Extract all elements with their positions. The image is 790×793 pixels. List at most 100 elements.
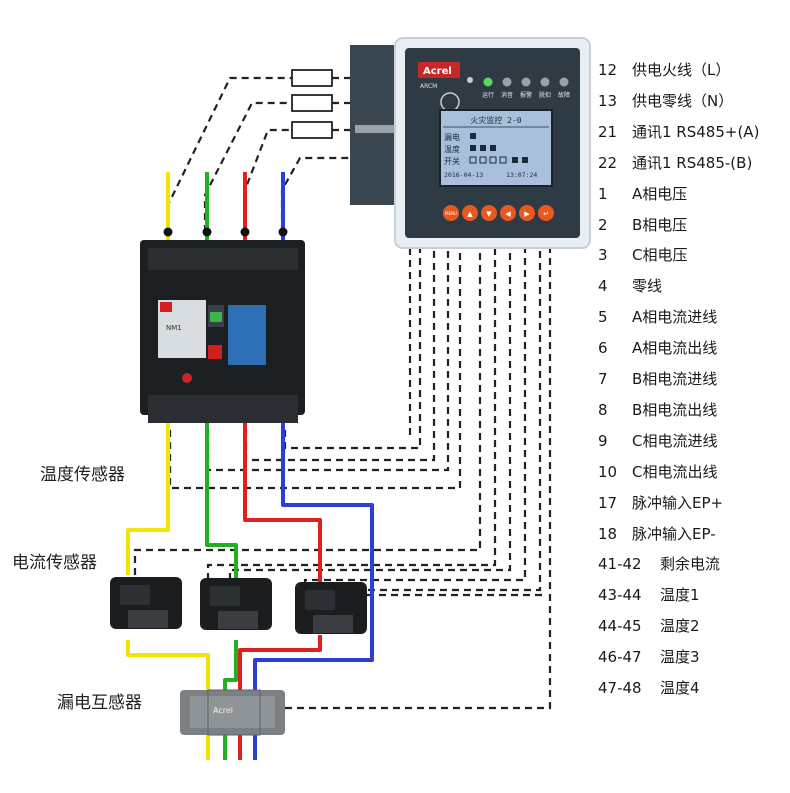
led-label-alarm: 报警	[520, 91, 532, 99]
led-alarm	[521, 77, 531, 87]
left-button-label: ◀	[505, 210, 511, 218]
breaker-model-text: NM1	[166, 324, 182, 332]
terminal-number: 9	[598, 431, 608, 450]
brand-logo: Acrel	[423, 66, 452, 77]
terminal-description: 供电火线（L）	[632, 61, 731, 79]
menu-button[interactable]	[443, 205, 459, 221]
breaker-trip-button	[208, 345, 222, 359]
current-sensor-c	[295, 582, 367, 634]
terminal-description: 供电零线（N）	[632, 91, 734, 110]
leakage-transformer-label: 漏电互感器	[57, 693, 142, 713]
up-button-label: ▲	[467, 210, 473, 218]
resistor-2	[291, 94, 333, 112]
menu-button-label: MENU	[445, 211, 457, 216]
breaker-info-panel	[228, 305, 266, 365]
led-fault	[559, 77, 569, 87]
down-button[interactable]	[481, 205, 497, 221]
terminal-description: A相电流出线	[632, 339, 718, 358]
resistors	[291, 69, 333, 139]
terminal-description: C相电流出线	[632, 462, 718, 481]
down-button-label: ▼	[486, 210, 492, 218]
terminal-description: 通讯1 RS485+(A)	[632, 122, 760, 141]
terminal-item: 3 C相电压	[598, 245, 687, 265]
temp-wire-4	[283, 248, 422, 450]
led-label-trip: 脱扣	[539, 91, 551, 99]
ct-terminal	[128, 610, 168, 628]
led-trip	[540, 77, 550, 87]
lcd-box	[479, 156, 487, 164]
lcd-block	[512, 157, 518, 163]
terminal-description: A相电流进线	[632, 308, 718, 327]
speaker-icon	[467, 77, 473, 83]
junction-dot	[278, 227, 288, 237]
leak-face	[190, 696, 275, 728]
breaker-logo	[160, 302, 172, 312]
left-button[interactable]	[500, 205, 516, 221]
lcd-row-leakage: 漏电	[444, 132, 460, 142]
lcd-block	[470, 133, 476, 139]
ct-wire-b2	[303, 248, 527, 585]
device-model: ARCM	[420, 83, 437, 90]
junction-dot	[202, 227, 212, 237]
supply-wire-1	[166, 76, 292, 232]
terminal-item: 17 脉冲输入EP+	[598, 493, 723, 513]
indicator-labels: 运行 消音 报警 脱扣 故障	[482, 91, 570, 99]
terminal-item: 6 A相电流出线	[598, 338, 717, 358]
lcd-content: 火灾监控 2-0 漏电 温度 开关 2016-04-13 13:07:24	[443, 115, 549, 179]
terminal-number: 46-47	[598, 648, 642, 667]
led-label-fault: 故障	[558, 91, 570, 99]
ct-wire-a2	[206, 248, 497, 580]
terminal-description: C相电压	[632, 246, 688, 265]
terminal-description: B相电流出线	[632, 400, 718, 419]
monitoring-device: Acrel ARCM 运行 消音 报警 脱扣 故障	[350, 37, 591, 249]
lcd-block	[490, 145, 496, 151]
terminal-number: 18	[598, 524, 618, 543]
ct-window	[120, 585, 150, 605]
led-run	[483, 77, 493, 87]
current-sensor-label: 电流传感器	[12, 553, 97, 573]
supply-wire-2	[203, 101, 292, 232]
terminal-description: 脉冲输入EP+	[632, 493, 724, 512]
terminal-number: 44-45	[598, 617, 642, 636]
device-button-labels: MENU ▲ ▼ ◀ ▶ ↵	[445, 210, 549, 218]
right-button[interactable]	[519, 205, 535, 221]
ct-terminal	[313, 615, 353, 633]
supply-wire-3	[243, 128, 292, 232]
circuit-breaker: NM1	[140, 240, 305, 423]
terminal-number: 3	[598, 246, 608, 265]
led-mute	[502, 77, 512, 87]
temperature-sensor-label: 温度传感器	[40, 465, 125, 485]
lcd-row-switch: 开关	[444, 156, 460, 166]
enter-button[interactable]	[538, 205, 554, 221]
terminal-description: B相电流进线	[632, 370, 718, 388]
lcd-box	[469, 156, 477, 164]
indicator-leds	[483, 77, 569, 87]
current-sensor-a	[110, 577, 182, 629]
terminal-description: 零线	[632, 277, 663, 296]
terminal-number: 12	[598, 61, 618, 79]
breaker-bottom-terminals	[148, 395, 298, 423]
lcd-date: 2016-04-13	[444, 171, 483, 179]
leak-wire	[285, 248, 552, 710]
terminal-description: 通讯1 RS485-(B)	[632, 153, 753, 172]
leak-brand-text: Acrel	[213, 706, 233, 715]
terminal-number: 13	[598, 91, 618, 110]
terminal-item: 13 供电零线（N）	[598, 91, 733, 111]
terminal-number: 6	[598, 339, 608, 358]
terminal-number: 17	[598, 493, 618, 512]
device-buttons	[443, 205, 554, 221]
up-button[interactable]	[462, 205, 478, 221]
led-label-run: 运行	[482, 91, 494, 99]
temp-wire-2	[206, 248, 450, 472]
